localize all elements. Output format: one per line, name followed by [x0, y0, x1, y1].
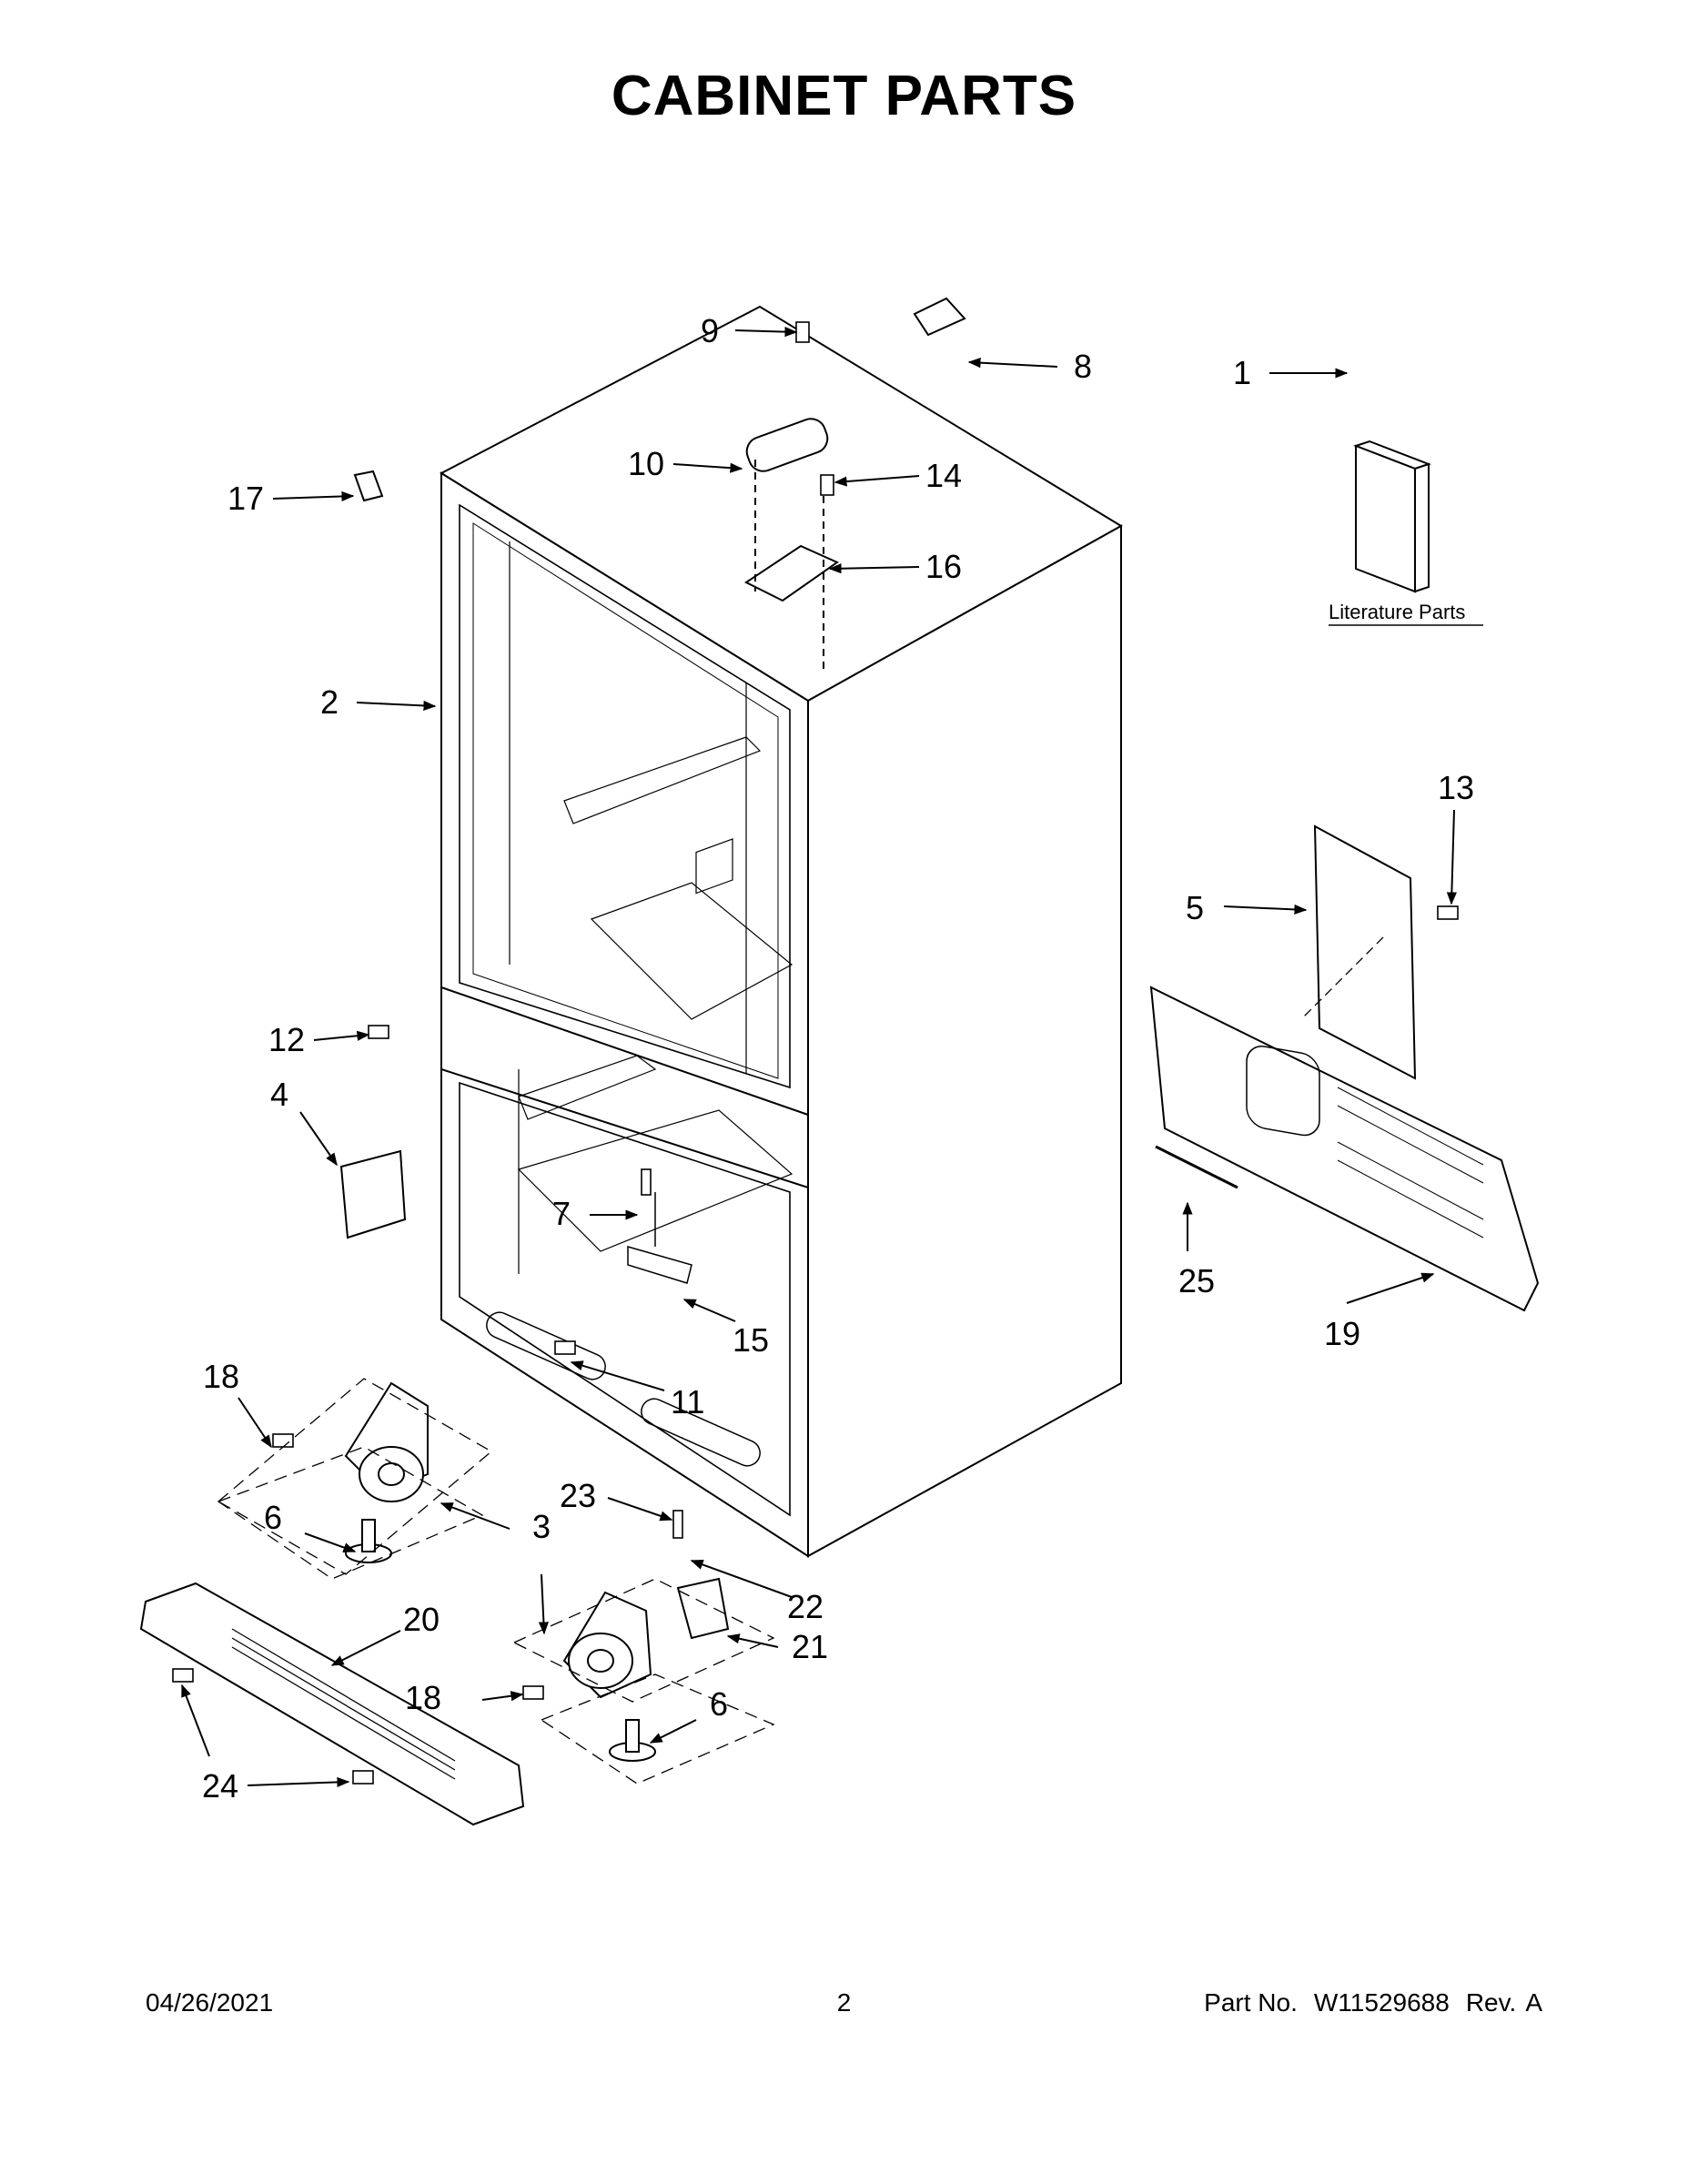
part-no-label: Part No. [1204, 1988, 1298, 2017]
callout-7: 7 [552, 1195, 571, 1232]
rev-value: A [1525, 1988, 1542, 2017]
callout-3b: 3 [532, 1508, 551, 1545]
callout-23: 23 [560, 1477, 596, 1514]
callout-6b: 6 [710, 1685, 728, 1723]
callout-13: 13 [1438, 769, 1474, 806]
footer-page-number: 2 [836, 1988, 852, 2017]
callout-14: 14 [925, 457, 962, 494]
front-base-parts [139, 1381, 730, 1826]
callout-21: 21 [792, 1628, 828, 1665]
page-title: CABINET PARTS [611, 65, 1077, 127]
callout-2: 2 [320, 683, 339, 721]
rev-label: Rev. [1465, 1988, 1517, 2017]
literature-parts-label: Literature Parts [1329, 601, 1465, 623]
literature-parts-book [1353, 440, 1431, 593]
callout-17: 17 [227, 480, 264, 517]
cabinet-illustration [172, 297, 1459, 1785]
callout-numbers: 1 2 3 3 4 5 6 6 7 8 9 10 11 12 13 14 15 … [202, 312, 1474, 1805]
callout-11: 11 [671, 1383, 704, 1421]
callout-4: 4 [270, 1076, 288, 1113]
callout-16: 16 [925, 548, 962, 585]
callout-22: 22 [787, 1588, 824, 1625]
callout-10: 10 [628, 445, 664, 482]
callout-1: 1 [1233, 354, 1251, 391]
callout-5: 5 [1186, 889, 1204, 926]
callout-12: 12 [268, 1021, 305, 1058]
callout-9: 9 [701, 312, 719, 349]
callout-20: 20 [403, 1601, 440, 1638]
part-no-value: W11529688 [1313, 1988, 1450, 2017]
callout-6a: 6 [264, 1499, 282, 1536]
callout-18a: 18 [203, 1358, 239, 1395]
callout-19: 19 [1324, 1315, 1360, 1352]
callout-25: 25 [1178, 1262, 1215, 1299]
callout-18b: 18 [405, 1679, 441, 1716]
footer-part-number: Part No. W11529688 Rev. A [1188, 1988, 1542, 2017]
assembly-dashed-outlines [217, 1378, 775, 1785]
callout-24: 24 [202, 1767, 238, 1805]
callout-8: 8 [1074, 348, 1092, 385]
rear-panel-assembly [1149, 824, 1540, 1312]
callout-15: 15 [733, 1321, 769, 1359]
callout-leader-lines [181, 327, 1457, 1788]
footer-date: 04/26/2021 [146, 1988, 274, 2017]
